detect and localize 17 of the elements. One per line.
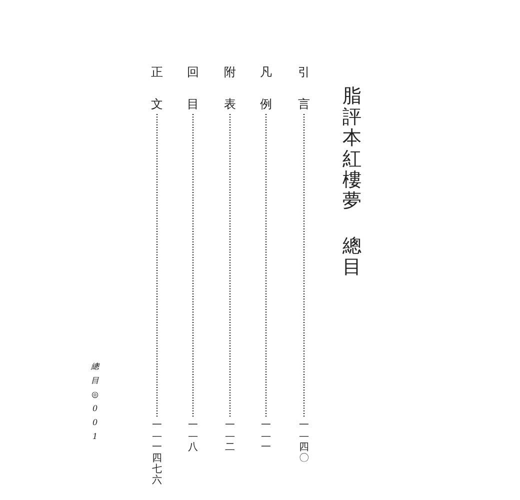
page-number: 一—八 [187,420,199,453]
entry-title: 引言 [298,56,310,120]
dot-leader [192,114,194,418]
dot-leader [303,114,305,418]
entry-title: 附表 [224,56,236,120]
page-number: 一—四〇 [298,420,310,464]
dot-leader [156,114,158,418]
dot-leader [229,114,231,418]
entry-title: 回目 [187,56,199,120]
page-number: 一—一四七六 [151,420,163,486]
dot-leader [265,114,267,418]
page-number: 一—二 [224,420,236,453]
page-title: 脂評本紅樓夢總目 [342,86,362,278]
entry-title: 正文 [151,56,163,120]
entry-title: 凡例 [260,56,272,120]
page-number: 一—一 [260,420,272,453]
page-footer: 總目◎001 [90,360,100,444]
